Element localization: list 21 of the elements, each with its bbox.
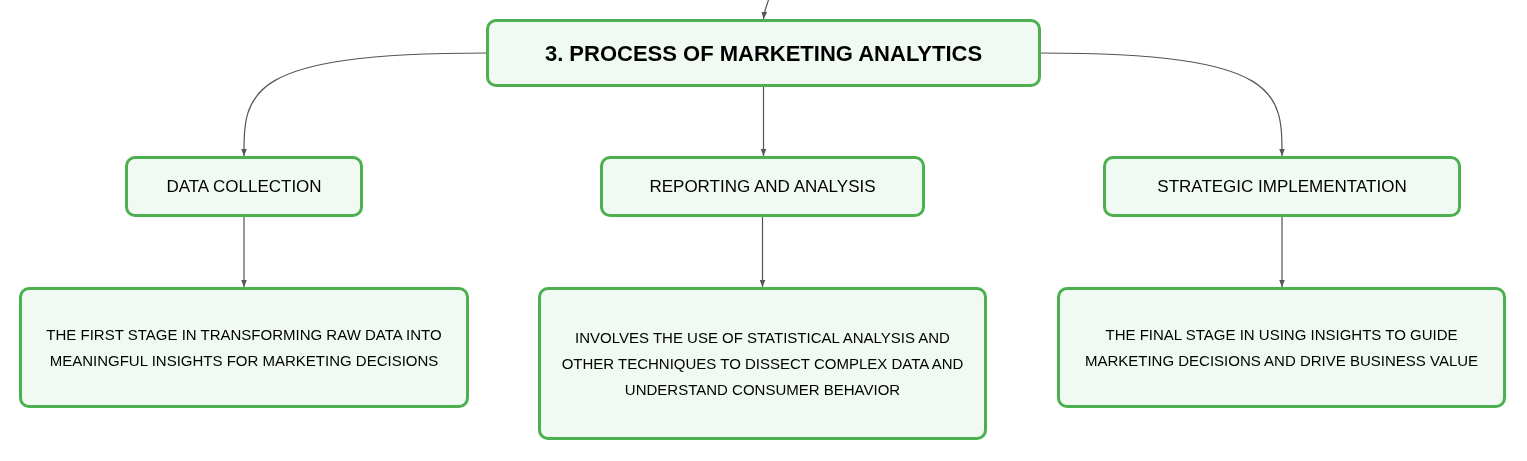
stage-box bbox=[1103, 156, 1461, 217]
description-text: THE FIRST STAGE IN TRANSFORMING RAW DATA INTO MEANINGFUL INSIGHTS FOR MARKETING DECISIONS bbox=[45, 324, 443, 371]
arrow bbox=[760, 86, 767, 157]
stage-box bbox=[600, 156, 925, 217]
arrow bbox=[761, 0, 770, 20]
arrow bbox=[241, 216, 247, 288]
arrow bbox=[1040, 52, 1285, 157]
arrow bbox=[759, 216, 766, 288]
description-box bbox=[1057, 287, 1506, 408]
description-box bbox=[19, 287, 469, 408]
description-text: THE FINAL STAGE IN USING INSIGHTS TO GUIDE MARKETING DECISIONS AND DRIVE BUSINESS VALUE bbox=[1083, 324, 1480, 371]
title-box bbox=[486, 19, 1041, 87]
stage-label: REPORTING AND ANALYSIS bbox=[649, 175, 876, 198]
arrow bbox=[241, 52, 487, 157]
stage-label: STRATEGIC IMPLEMENTATION bbox=[1157, 175, 1407, 198]
stage-box bbox=[125, 156, 363, 217]
description-text: INVOLVES THE USE OF STATISTICAL ANALYSIS AND OTHER TECHNIQUES TO DISSECT COMPLEX DATA AND UNDERSTAND CONSUMER BEHAVIOR bbox=[560, 327, 965, 400]
heading: 3. PROCESS OF MARKETING ANALYTICS bbox=[544, 39, 983, 68]
arrow bbox=[1279, 216, 1285, 288]
stage-label: DATA COLLECTION bbox=[166, 175, 322, 198]
description-box bbox=[538, 287, 987, 440]
